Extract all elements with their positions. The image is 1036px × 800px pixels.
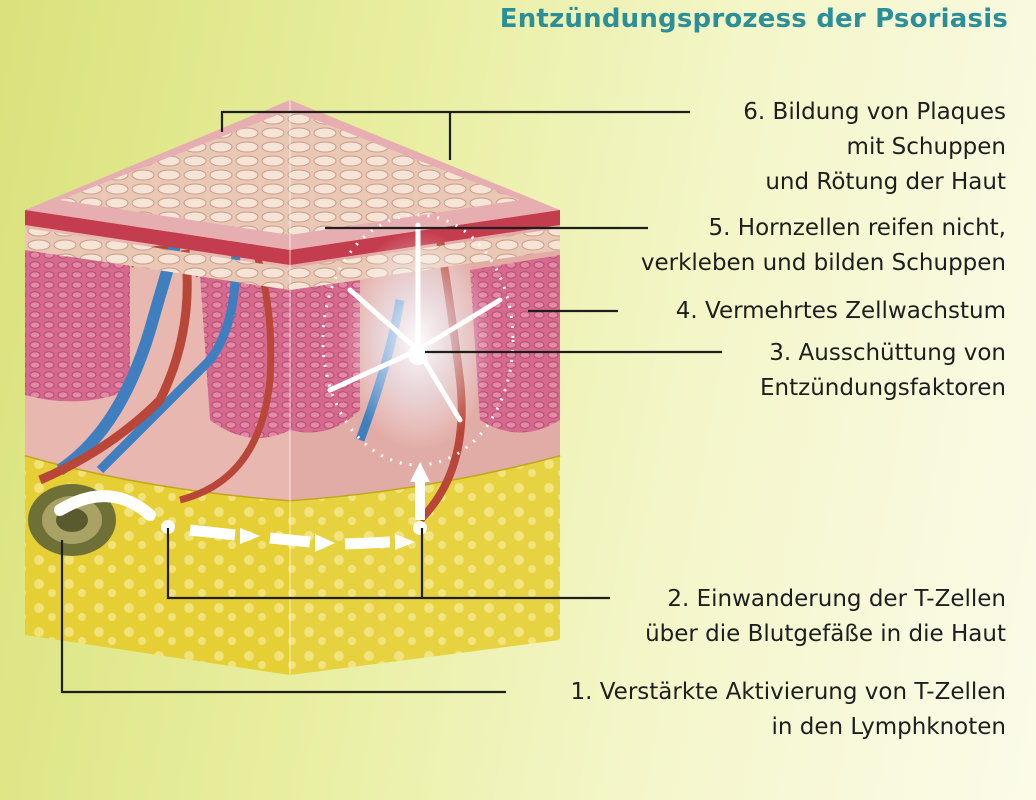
label-einwanderung: 2. Einwanderung der T-Zellen über die Bl… — [645, 586, 1006, 647]
plaque-surface — [25, 100, 560, 290]
leader-line-2 — [166, 528, 610, 600]
leader-lines — [60, 110, 722, 694]
inflammation-focus — [321, 213, 515, 467]
label-ausschuettung: 3. Ausschüttung von Entzündungsfaktoren — [760, 340, 1006, 401]
t-cell-migration-path — [54, 462, 430, 552]
label-aktivierung: 1. Verstärkte Aktivierung von T-Zellen i… — [570, 679, 1006, 740]
label-zellwachstum: 4. Vermehrtes Zellwachstum — [675, 298, 1006, 324]
leader-line-1 — [60, 540, 506, 694]
label-hornzellen: 5. Hornzellen reifen nicht, verkleben un… — [640, 215, 1006, 276]
label-plaques: 6. Bildung von Plaques mit Schuppen und … — [743, 99, 1006, 195]
leader-line-6 — [220, 110, 690, 132]
diagram-title: Entzündungsprozess der Psoriasis — [499, 4, 1008, 34]
